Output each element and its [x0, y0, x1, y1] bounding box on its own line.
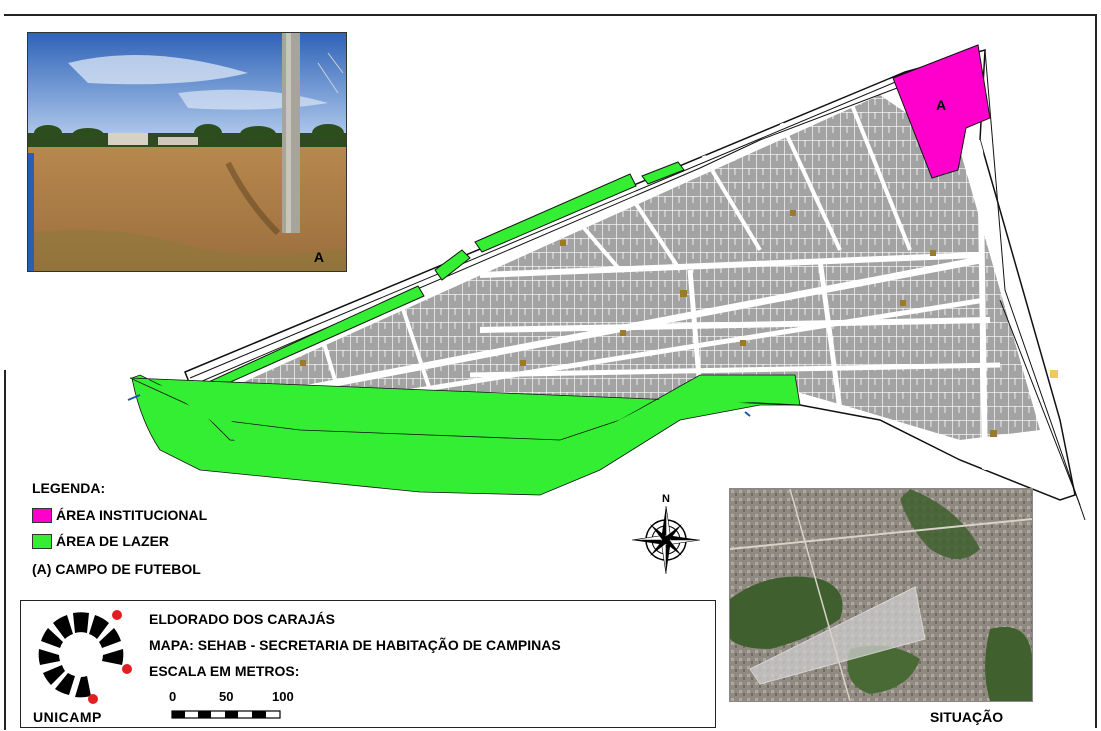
unicamp-wordmark: UNICAMP — [33, 709, 102, 725]
legend: LEGENDA: ÁREA INSTITUCIONAL ÁREA DE LAZE… — [32, 480, 362, 584]
legend-label-leisure: ÁREA DE LAZER — [56, 533, 170, 549]
legend-swatch-leisure — [32, 533, 52, 549]
scale-title: ESCALA EM METROS: — [149, 663, 300, 679]
map-frame-left — [4, 370, 6, 730]
unicamp-logo-icon — [38, 610, 132, 704]
site-photo: A — [27, 32, 347, 272]
legend-item-institutional: ÁREA INSTITUCIONAL — [32, 504, 362, 526]
situation-label: SITUAÇÃO — [930, 709, 1004, 725]
legend-item-leisure: ÁREA DE LAZER — [32, 530, 362, 552]
title-block: UNICAMP ELDORADO DOS CARAJÁS MAPA: SEHAB… — [20, 600, 716, 728]
institutional-area-label: A — [936, 97, 946, 113]
legend-note: (A) CAMPO DE FUTEBOL — [32, 561, 201, 577]
legend-title: LEGENDA: — [32, 480, 106, 496]
institutional-area — [892, 44, 991, 179]
scale-mark-50: 50 — [219, 689, 234, 704]
scale-mark-100: 100 — [272, 689, 294, 704]
legend-swatch-institutional — [32, 507, 52, 523]
map-title: ELDORADO DOS CARAJÁS — [149, 611, 335, 627]
map-source: MAPA: SEHAB - SECRETARIA DE HABITAÇÃO DE… — [149, 637, 561, 653]
situation-aerial-image — [729, 488, 1033, 702]
photo-label: A — [313, 249, 324, 265]
compass-rose-icon: N — [631, 493, 701, 575]
scale-bar-graphic — [171, 710, 281, 719]
svg-text:N: N — [662, 493, 670, 505]
lots-area — [215, 95, 1040, 471]
neighborhood-map: A — [127, 44, 1086, 521]
aerial-scene — [730, 489, 1032, 701]
map-frame — [4, 14, 1097, 728]
legend-label-institutional: ÁREA INSTITUCIONAL — [56, 507, 208, 523]
scale-mark-0: 0 — [169, 689, 177, 704]
photo-scene — [28, 33, 346, 271]
leisure-strips — [201, 161, 685, 393]
